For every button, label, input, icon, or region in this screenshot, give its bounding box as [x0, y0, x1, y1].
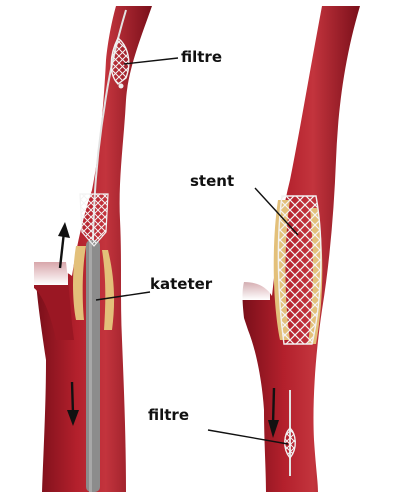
- catheter: [86, 240, 100, 492]
- right-stent: [278, 196, 321, 344]
- label-filter-bottom: filtre: [148, 406, 189, 424]
- label-filter-top: filtre: [181, 48, 222, 66]
- catheter-highlight: [89, 240, 92, 492]
- label-stent: stent: [190, 172, 234, 190]
- left-filter-tip: [119, 84, 124, 89]
- right-vessel: [236, 6, 360, 492]
- left-vessel: [28, 6, 152, 492]
- right-branch-fade: [236, 248, 270, 300]
- label-catheter: kateter: [150, 275, 213, 293]
